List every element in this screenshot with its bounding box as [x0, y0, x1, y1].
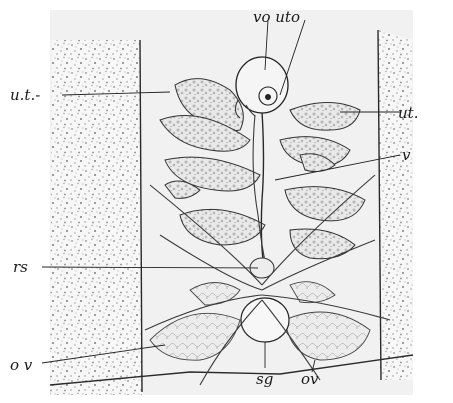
label-rs: rs — [13, 258, 28, 276]
label-ut-left: u.t.- — [10, 86, 40, 104]
uterine-pore-dot — [265, 94, 271, 100]
label-ut-right: ut. — [398, 104, 418, 122]
label-v: v — [402, 146, 411, 164]
label-ov-left: o v — [10, 356, 33, 374]
uterine-pore-sac — [236, 57, 288, 113]
label-ov-bottom: ov — [301, 370, 319, 388]
label-sg: sg — [256, 370, 273, 388]
right-parenchyma — [378, 30, 413, 380]
label-vo-uto: vo uto — [253, 8, 300, 26]
